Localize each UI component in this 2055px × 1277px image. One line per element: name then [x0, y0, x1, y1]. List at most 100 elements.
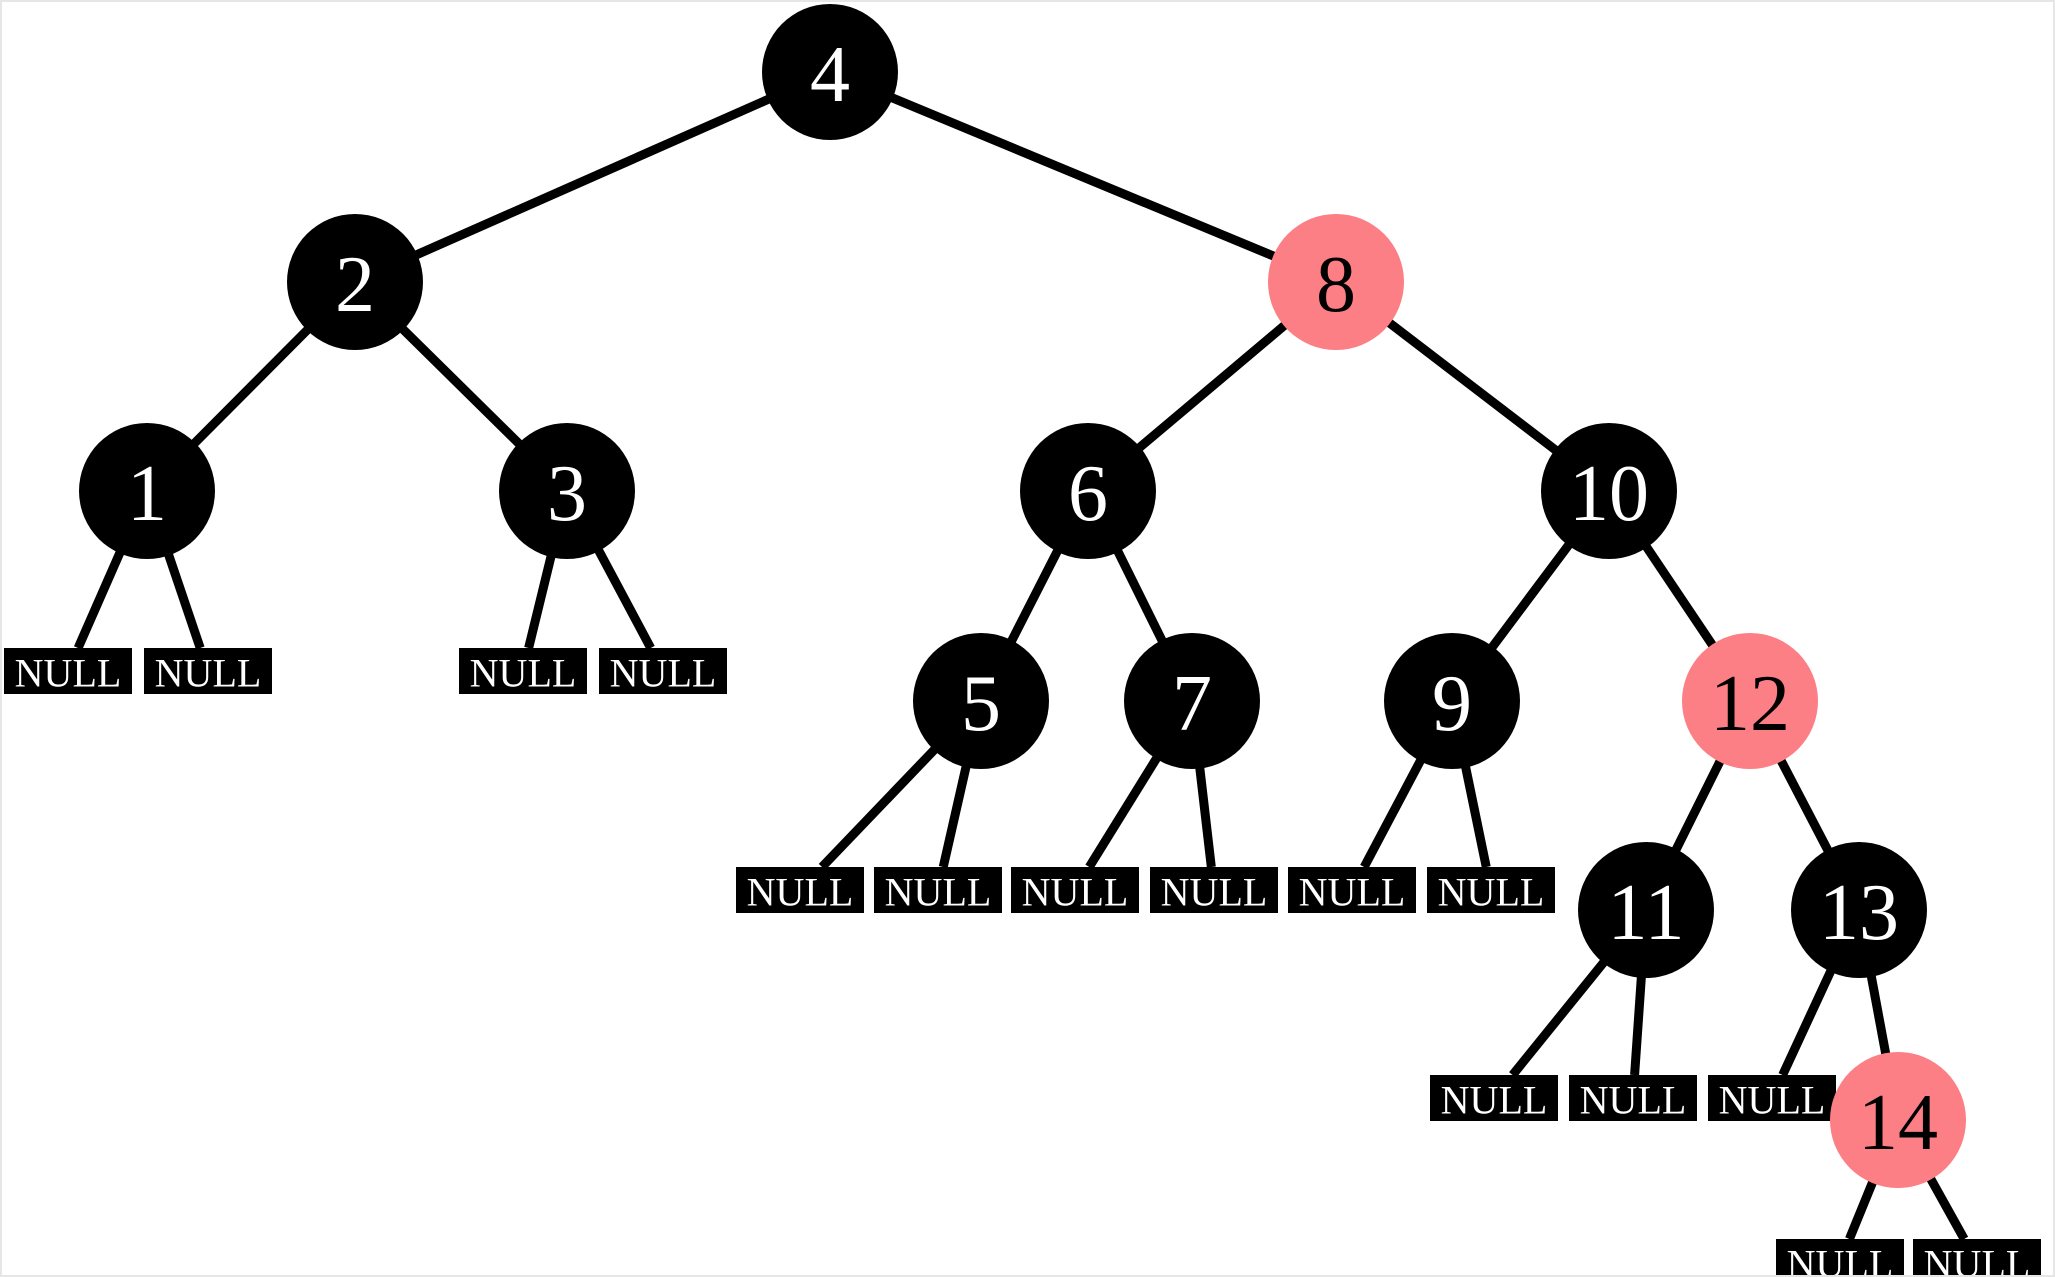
nil-leaf-label: NULL: [1299, 870, 1406, 915]
tree-edge: [1630, 973, 1647, 1076]
node-circle-black[interactable]: [762, 4, 898, 140]
node-circle-black[interactable]: [1791, 842, 1927, 978]
tree-node-6[interactable]: 6: [1020, 423, 1156, 559]
nil-leaf: NULL: [1708, 1075, 1836, 1123]
node-value-label: 2: [335, 241, 375, 329]
nil-leaf-label: NULL: [1719, 1078, 1826, 1123]
tree-edge: [1194, 764, 1216, 868]
nil-leaf-label: NULL: [747, 870, 854, 915]
edges-layer: [73, 92, 1969, 1242]
tree-edge: [1866, 972, 1891, 1058]
node-value-label: 9: [1432, 660, 1472, 748]
nil-leaf-box: [874, 867, 1002, 913]
tree-edge: [1006, 545, 1063, 647]
nil-leaf-label: NULL: [1787, 1242, 1894, 1277]
node-value-label: 14: [1858, 1079, 1938, 1167]
nil-leaf-box: [599, 648, 727, 694]
nil-leaf-box: [459, 648, 587, 694]
nil-leaf: NULL: [599, 648, 727, 696]
node-value-label: 8: [1316, 241, 1356, 329]
tree-edge: [1085, 753, 1163, 870]
tree-edge: [163, 550, 205, 650]
node-circle-black[interactable]: [1578, 842, 1714, 978]
nil-leaf-label: NULL: [1022, 870, 1129, 915]
tree-edge: [593, 545, 655, 651]
nil-leaf: NULL: [736, 867, 864, 915]
tree-edge: [1460, 762, 1491, 868]
tree-edge: [1134, 319, 1290, 454]
tree-node-3[interactable]: 3: [499, 423, 635, 559]
nil-leaf: NULL: [459, 648, 587, 696]
tree-edge: [1384, 317, 1561, 456]
nil-leaf-box: [1708, 1075, 1836, 1121]
tree-node-12[interactable]: 12: [1682, 633, 1818, 769]
node-circle-red[interactable]: [1268, 214, 1404, 350]
nil-leaf: NULL: [874, 867, 1002, 915]
nil-leaf-box: [144, 648, 272, 694]
node-circle-black[interactable]: [287, 214, 423, 350]
tree-edge: [1778, 966, 1837, 1077]
node-value-label: 4: [810, 31, 850, 119]
nil-leaf-label: NULL: [1161, 870, 1268, 915]
node-circle-black[interactable]: [1124, 633, 1260, 769]
nil-leaf: NULL: [1776, 1239, 1904, 1277]
tree-node-4[interactable]: 4: [762, 4, 898, 140]
nil-leaf-label: NULL: [1441, 1078, 1548, 1123]
tree-node-9[interactable]: 9: [1384, 633, 1520, 769]
nil-leaf-box: [4, 648, 132, 694]
node-circle-black[interactable]: [913, 633, 1049, 769]
tree-edge: [1360, 755, 1427, 870]
nil-leaf: NULL: [1430, 1075, 1558, 1123]
nil-leaf: NULL: [1569, 1075, 1697, 1123]
nil-leaf: NULL: [144, 648, 272, 696]
tree-node-8[interactable]: 8: [1268, 214, 1404, 350]
node-circle-black[interactable]: [1384, 633, 1520, 769]
tree-edge: [1670, 756, 1726, 855]
node-value-label: 1: [127, 450, 167, 538]
node-circle-red[interactable]: [1682, 633, 1818, 769]
nil-leaf-label: NULL: [1438, 870, 1545, 915]
tree-node-7[interactable]: 7: [1124, 633, 1260, 769]
nil-leaf: NULL: [1288, 867, 1416, 915]
nil-leaf-box: [1288, 867, 1416, 913]
node-circle-black[interactable]: [1020, 423, 1156, 559]
tree-node-10[interactable]: 10: [1541, 423, 1677, 559]
tree-edge: [411, 93, 774, 261]
tree-edge: [73, 547, 126, 650]
nil-leaf-box: [1150, 867, 1278, 913]
nil-leaf-box: [1913, 1239, 2041, 1277]
tree-edge: [887, 92, 1279, 262]
tree-edge: [818, 744, 940, 871]
tree-edge: [1112, 546, 1168, 646]
tree-node-1[interactable]: 1: [79, 423, 215, 559]
tree-node-2[interactable]: 2: [287, 214, 423, 350]
tree-node-5[interactable]: 5: [913, 633, 1049, 769]
nil-leaf-box: [1011, 867, 1139, 913]
node-circle-red[interactable]: [1830, 1052, 1966, 1188]
node-circle-black[interactable]: [79, 423, 215, 559]
node-value-label: 10: [1569, 450, 1649, 538]
nil-leaf-label: NULL: [15, 651, 122, 696]
tree-node-11[interactable]: 11: [1578, 842, 1714, 978]
node-value-label: 11: [1607, 869, 1684, 957]
node-value-label: 12: [1710, 660, 1790, 748]
tree-edge: [397, 323, 525, 450]
tree-edge: [188, 324, 314, 449]
nil-leaf: NULL: [1150, 867, 1278, 915]
nil-leaf-box: [1427, 867, 1555, 913]
tree-edge: [1845, 1177, 1878, 1241]
tree-node-14[interactable]: 14: [1830, 1052, 1966, 1188]
node-circle-black[interactable]: [1541, 423, 1677, 559]
node-circle-black[interactable]: [499, 423, 635, 559]
tree-node-13[interactable]: 13: [1791, 842, 1927, 978]
nil-leaf: NULL: [1913, 1239, 2041, 1277]
node-value-label: 5: [961, 660, 1001, 748]
tree-edge: [938, 762, 972, 868]
nil-leaf: NULL: [1011, 867, 1139, 915]
nil-leaf-box: [1569, 1075, 1697, 1121]
